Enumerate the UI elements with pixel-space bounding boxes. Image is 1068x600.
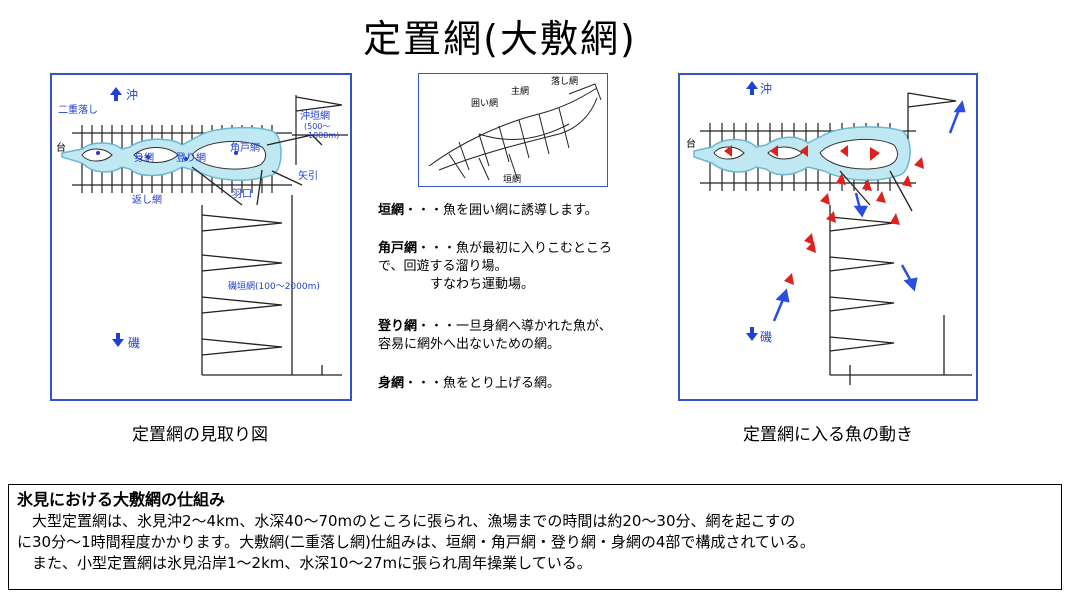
kado-label: 角戸網 — [230, 141, 260, 154]
desc-nobori-text: ・・・一旦身網へ導かれた魚が、 — [417, 319, 612, 334]
fish-movement-diagram: 沖 — [678, 73, 978, 401]
south-arrow-icon — [112, 333, 124, 347]
net-overview-svg: 沖 — [56, 87, 348, 376]
kaeshi-label: 返し網 — [132, 193, 162, 206]
info-line-2: に30分～1時間程度かかります。大敷網(二重落し網)仕組みは、垣網・角戸網・登り… — [17, 533, 815, 551]
north-arrow-icon — [746, 81, 758, 95]
desc-nobori-term: 登り網 — [378, 319, 418, 334]
fish-approach-arrows — [772, 100, 966, 322]
desc-kaki-term: 垣網 — [378, 203, 405, 218]
dai-label: 台 — [56, 141, 66, 154]
info-title: 氷見における大敷網の仕組み — [17, 490, 226, 509]
otoshi-label: 落し網 — [551, 75, 578, 87]
desc-kado-line3: すなわち運動場。 — [430, 277, 535, 292]
mi-label: 身網 — [134, 151, 154, 164]
haguchi-label: 羽口 — [232, 188, 252, 200]
desc-kaki: 垣網・・・魚を囲い網に誘導します。 — [378, 202, 598, 220]
desc-nobori-line2: 容易に網外へ出ないための網。 — [378, 337, 561, 352]
oki-kaki-range-1: (500～ — [304, 122, 330, 131]
shu-label: 主網 — [511, 85, 529, 97]
shore-leader-net — [201, 195, 342, 376]
net-3d-svg: 落し網 主網 囲い網 垣網 — [428, 75, 602, 185]
desc-kado: 角戸網・・・魚が最初に入りこむところ で、回遊する溜り場。 すなわち運動場。 — [378, 240, 612, 294]
oki-kaki-label: 沖垣網 — [300, 109, 330, 122]
right-caption: 定置網に入る魚の動き — [743, 425, 913, 445]
yabiki-label: 矢引 — [298, 169, 318, 182]
oki-kaki-range-2: 1000m) — [308, 131, 339, 140]
net-overview-diagram: 沖 — [50, 73, 352, 401]
desc-kado-term: 角戸網 — [378, 241, 418, 256]
desc-mi: 身網・・・魚をとり上げる網。 — [378, 375, 560, 393]
desc-kaki-text: ・・・魚を囲い網に誘導します。 — [404, 203, 598, 218]
info-line-1: 大型定置網は、氷見沖2～4km、水深40～70mのところに張られ、漁場までの時間… — [17, 512, 796, 530]
left-caption: 定置網の見取り図 — [132, 425, 268, 445]
south-arrow-icon — [746, 327, 758, 341]
iso-kaki-label: 磯垣網(100～2000m) — [228, 280, 320, 292]
south-label: 磯 — [128, 336, 140, 350]
info-line-3: また、小型定置網は氷見沿岸1～2km、水深10～27mに張られ周年操業している。 — [17, 554, 592, 572]
position-markers — [96, 151, 238, 161]
dai-label-right: 台 — [686, 137, 696, 150]
desc-kado-text: ・・・魚が最初に入りこむところ — [417, 241, 613, 256]
offshore-leader-net — [292, 95, 348, 165]
north-label-right: 沖 — [760, 82, 772, 96]
page-title: 定置網(大敷網) — [363, 17, 637, 61]
north-label: 沖 — [126, 88, 138, 102]
kaki-label: 垣網 — [503, 173, 521, 185]
info-box: 氷見における大敷網の仕組み 大型定置網は、氷見沖2～4km、水深40～70mのと… — [8, 484, 1062, 590]
desc-nobori: 登り網・・・一旦身網へ導かれた魚が、 容易に網外へ出ないための網。 — [378, 318, 612, 354]
net-3d-diagram: 落し網 主網 囲い網 垣網 — [418, 73, 608, 187]
desc-mi-term: 身網 — [378, 376, 405, 391]
net-body — [61, 126, 282, 181]
nobori-label: 登り網 — [176, 151, 206, 164]
desc-mi-text: ・・・魚をとり上げる網。 — [404, 376, 561, 391]
fish-movement-svg: 沖 — [686, 81, 972, 385]
futae-label: 二重落し — [58, 103, 98, 116]
north-arrow-icon — [110, 87, 122, 101]
fish-entry-arrows — [724, 145, 924, 285]
desc-kado-line2: で、回遊する溜り場。 — [378, 259, 508, 274]
kakoi-label: 囲い網 — [471, 97, 498, 109]
south-label-right: 磯 — [760, 330, 772, 344]
